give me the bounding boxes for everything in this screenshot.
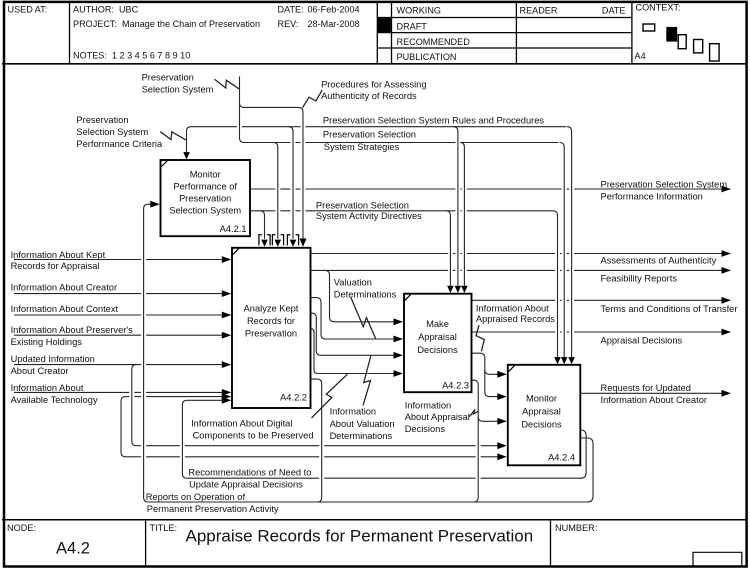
svg-text:Preservation Selection: Preservation Selection bbox=[323, 130, 416, 140]
svg-text:Preservation Selection: Preservation Selection bbox=[316, 201, 409, 211]
svg-text:Preservation: Preservation bbox=[76, 115, 128, 125]
svg-text:Updated Information: Updated Information bbox=[11, 354, 95, 364]
svg-text:Valuation: Valuation bbox=[334, 277, 372, 287]
svg-text:NODE:: NODE: bbox=[7, 523, 36, 533]
svg-text:Information: Information bbox=[330, 406, 377, 416]
svg-text:AUTHOR: UBC: AUTHOR: UBC bbox=[73, 5, 139, 15]
svg-text:USED AT:: USED AT: bbox=[8, 4, 48, 14]
svg-text:Decisions: Decisions bbox=[521, 420, 562, 430]
svg-text:Available Technology: Available Technology bbox=[11, 395, 98, 405]
svg-text:Records for Appraisal: Records for Appraisal bbox=[11, 261, 100, 271]
svg-text:A4.2: A4.2 bbox=[56, 540, 90, 558]
svg-text:DATE: DATE bbox=[602, 6, 626, 16]
svg-text:Preservation Selection System: Preservation Selection System bbox=[601, 180, 728, 190]
svg-text:Assessments of Authenticity: Assessments of Authenticity bbox=[601, 255, 717, 265]
svg-text:Permanent Preservation Activit: Permanent Preservation Activity bbox=[147, 504, 279, 514]
svg-text:A4.2.3: A4.2.3 bbox=[442, 381, 469, 391]
svg-text:Preservation Selection System: Preservation Selection System Rules and … bbox=[323, 115, 545, 125]
svg-text:Information About Digital: Information About Digital bbox=[191, 418, 292, 428]
svg-text:Components to be Preserved: Components to be Preserved bbox=[193, 431, 314, 441]
svg-text:Monitor: Monitor bbox=[526, 394, 557, 404]
svg-text:Preservation: Preservation bbox=[142, 73, 194, 83]
svg-text:Preservation: Preservation bbox=[245, 329, 297, 339]
svg-text:Appraisal Decisions: Appraisal Decisions bbox=[601, 335, 683, 345]
svg-text:DATE:: DATE: bbox=[278, 5, 304, 15]
svg-text:Selection System: Selection System bbox=[76, 127, 148, 137]
svg-text:Recommendations of Need to: Recommendations of Need to bbox=[188, 467, 311, 477]
svg-text:READER: READER bbox=[520, 6, 558, 16]
svg-text:Appraise Records for Permanent: Appraise Records for Permanent Preservat… bbox=[186, 527, 534, 546]
svg-text:WORKING: WORKING bbox=[397, 6, 441, 16]
svg-text:NOTES: 1 2 3 4 5 6 7 8 9 10: NOTES: 1 2 3 4 5 6 7 8 9 10 bbox=[73, 51, 190, 61]
svg-text:Analyze Kept: Analyze Kept bbox=[244, 304, 299, 314]
svg-text:Make: Make bbox=[426, 319, 449, 329]
svg-text:Information About Preserver's: Information About Preserver's bbox=[11, 325, 134, 335]
svg-text:CONTEXT:: CONTEXT: bbox=[636, 3, 681, 13]
svg-text:Update Appraisal Decisions: Update Appraisal Decisions bbox=[189, 480, 303, 490]
svg-text:Monitor: Monitor bbox=[190, 170, 221, 180]
svg-text:About Valuation: About Valuation bbox=[330, 419, 395, 429]
svg-text:About Appraisal: About Appraisal bbox=[405, 412, 470, 422]
svg-text:Selection System: Selection System bbox=[169, 206, 241, 216]
svg-text:Procedures for Assessing: Procedures for Assessing bbox=[321, 79, 426, 89]
svg-text:Reports on Operation of: Reports on Operation of bbox=[146, 492, 246, 502]
svg-text:Determinations: Determinations bbox=[330, 431, 393, 441]
svg-text:A4: A4 bbox=[635, 51, 646, 61]
svg-text:Information About Context: Information About Context bbox=[11, 304, 119, 314]
svg-text:Authenticity of Records: Authenticity of Records bbox=[321, 91, 417, 101]
svg-text:Decisions: Decisions bbox=[417, 345, 458, 355]
svg-text:DRAFT: DRAFT bbox=[397, 21, 428, 31]
svg-text:Decisions: Decisions bbox=[405, 424, 446, 434]
svg-text:Information About: Information About bbox=[11, 383, 84, 393]
svg-text:Existing Holdings: Existing Holdings bbox=[11, 337, 83, 347]
svg-text:About Creator: About Creator bbox=[11, 366, 69, 376]
svg-text:Information About: Information About bbox=[476, 304, 549, 314]
svg-text:Performance of: Performance of bbox=[173, 182, 237, 192]
svg-text:Appraisal: Appraisal bbox=[522, 407, 561, 417]
svg-text:Determinations: Determinations bbox=[334, 290, 397, 300]
svg-text:PUBLICATION: PUBLICATION bbox=[397, 52, 457, 62]
svg-text:RECOMMENDED: RECOMMENDED bbox=[397, 37, 471, 47]
svg-text:A4.2.2: A4.2.2 bbox=[280, 392, 307, 402]
svg-text:REV:: REV: bbox=[278, 19, 299, 29]
svg-text:Information About Creator: Information About Creator bbox=[601, 395, 707, 405]
svg-text:System Strategies: System Strategies bbox=[324, 142, 400, 152]
svg-text:System Activity Directives: System Activity Directives bbox=[316, 211, 422, 221]
svg-text:PROJECT: Manage the Chain of: PROJECT: Manage the Chain of Preservatio… bbox=[73, 19, 260, 29]
svg-text:Terms and Conditions of Transf: Terms and Conditions of Transfer bbox=[601, 304, 738, 314]
svg-text:A4.2.4: A4.2.4 bbox=[548, 453, 575, 463]
svg-text:A4.2.1: A4.2.1 bbox=[220, 224, 247, 234]
svg-text:06-Feb-2004: 06-Feb-2004 bbox=[308, 5, 360, 15]
svg-text:NUMBER:: NUMBER: bbox=[555, 523, 597, 533]
svg-text:Information About Kept: Information About Kept bbox=[11, 250, 106, 260]
svg-text:Appraised Records: Appraised Records bbox=[476, 314, 555, 324]
svg-text:Information: Information bbox=[405, 401, 452, 411]
svg-text:Requests for Updated: Requests for Updated bbox=[601, 383, 691, 393]
svg-text:Preservation: Preservation bbox=[179, 194, 231, 204]
svg-text:28-Mar-2008: 28-Mar-2008 bbox=[308, 19, 360, 29]
svg-text:Records for: Records for bbox=[247, 316, 295, 326]
svg-text:Performance Information: Performance Information bbox=[601, 192, 703, 202]
svg-text:Appraisal: Appraisal bbox=[418, 332, 457, 342]
svg-text:Feasibility Reports: Feasibility Reports bbox=[601, 273, 678, 283]
svg-text:TITLE:: TITLE: bbox=[150, 523, 178, 533]
svg-text:Information About Creator: Information About Creator bbox=[11, 283, 117, 293]
svg-text:Performance Criteria: Performance Criteria bbox=[76, 139, 163, 149]
svg-text:Selection System: Selection System bbox=[142, 85, 214, 95]
